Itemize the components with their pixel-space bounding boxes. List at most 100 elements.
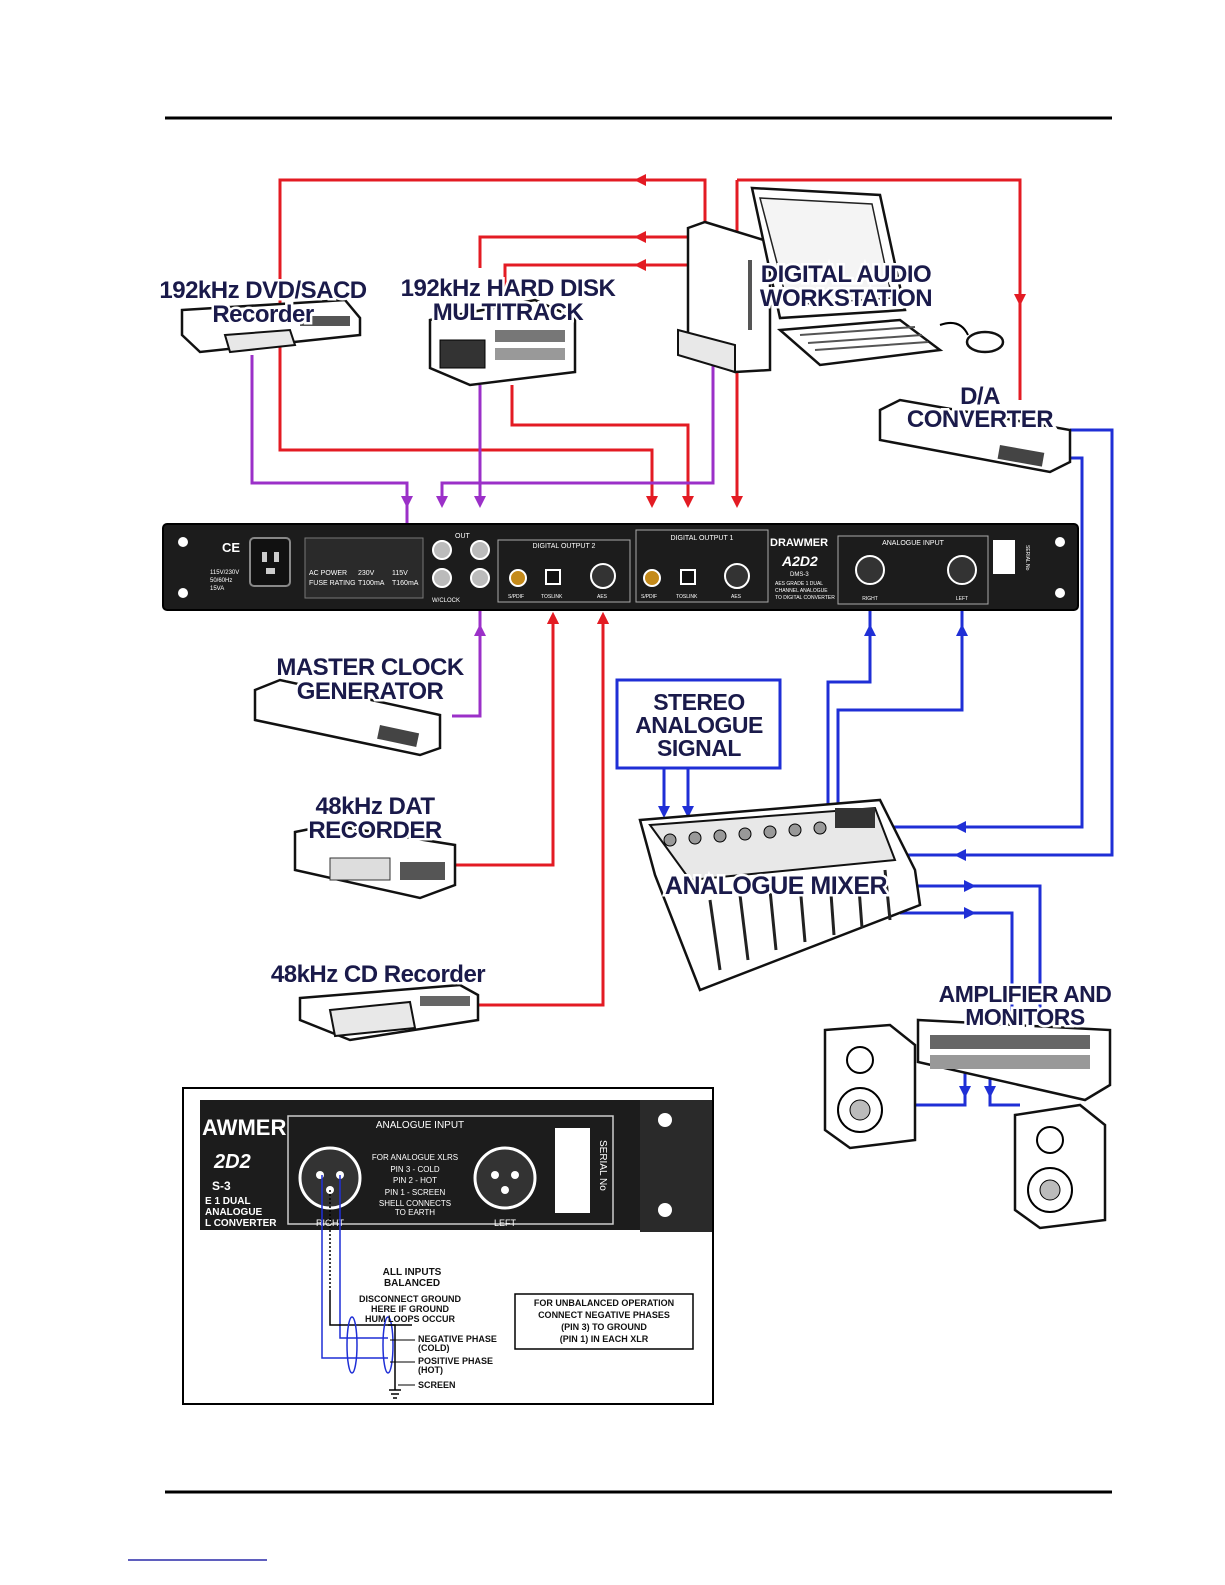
hard-disk-label-1: 192kHz HARD DISK (401, 275, 617, 302)
model-code-label: DMS-3 (790, 572, 809, 578)
speaker-left-device (823, 1023, 917, 1150)
inset-pin-2: PIN 3 - COLD (390, 1165, 440, 1174)
digital-output-1-label: DIGITAL OUTPUT 1 (671, 535, 734, 542)
aes-out-1[interactable] (724, 563, 750, 589)
brand-label: DRAWMER (770, 537, 828, 549)
disconnect-1: DISCONNECT GROUND (359, 1294, 462, 1304)
unbalanced-4: (PIN 1) IN EACH XLR (560, 1334, 649, 1344)
negative-phase-1: NEGATIVE PHASE (418, 1334, 497, 1344)
cd-recorder-label: 48kHz CD Recorder (271, 961, 485, 988)
inset-brand: AWMER (202, 1115, 286, 1140)
stereo-signal-box (615, 678, 782, 770)
spdif-out-1[interactable] (643, 569, 661, 587)
fuse-rating-label: FUSE RATING (309, 580, 356, 587)
aes-2-label: AES (597, 594, 608, 600)
inset-analogue-input: ANALOGUE INPUT (376, 1120, 464, 1131)
amplifier-label-2: MONITORS (965, 1004, 1085, 1030)
ac-115-label: 115V (392, 570, 408, 577)
digital-output-2-label: DIGITAL OUTPUT 2 (533, 543, 596, 550)
fuse-115-label: T160mA (392, 580, 419, 587)
master-clock-label-1: MASTER CLOCK (276, 654, 464, 681)
wclock-label: W/CLOCK (432, 598, 460, 604)
unbalanced-2: CONNECT NEGATIVE PHASES (538, 1310, 670, 1320)
rear-panel: CE 115V/230V 50/60Hz 15VA AC POWER 230V … (162, 523, 1079, 611)
model-label: A2D2 (781, 553, 818, 569)
xlr-left-input[interactable] (947, 555, 977, 585)
inset-pin-1: FOR ANALOGUE XLRS (372, 1153, 458, 1162)
spdif-out-2[interactable] (509, 569, 527, 587)
screen-label: SCREEN (418, 1380, 456, 1390)
bnc-in-2[interactable] (470, 568, 490, 588)
bnc-out-2[interactable] (470, 540, 490, 560)
toslink-out-2[interactable] (545, 569, 561, 585)
bnc-out-1[interactable] (432, 540, 452, 560)
inset-detail: AWMER 2D2 S-3 E 1 DUAL ANALOGUE L CONVER… (182, 1087, 714, 1405)
voltage-line-3: 15VA (210, 586, 224, 592)
all-inputs-1: ALL INPUTS (383, 1267, 442, 1278)
toslink-2-label: TOSLINK (541, 594, 563, 600)
workstation-label-1: DIGITAL AUDIO (761, 261, 931, 288)
bnc-wclock-in[interactable] (432, 568, 452, 588)
inset-pin-4: PIN 1 - SCREEN (385, 1188, 446, 1197)
dvd-recorder-device (180, 298, 362, 354)
unbalanced-note-box (514, 1293, 694, 1350)
dvd-recorder-label-1: 192kHz DVD/SACD (159, 277, 366, 304)
negative-phase-2: (COLD) (418, 1343, 450, 1353)
inset-model: 2D2 (213, 1151, 251, 1173)
amplifier-device (916, 1018, 1112, 1102)
serial-label: SERIAL No (1024, 545, 1030, 571)
all-inputs-2: BALANCED (384, 1278, 440, 1289)
dat-recorder-label-1: 48kHz DAT (315, 793, 435, 820)
model-desc-3: TO DIGITAL CONVERTER (775, 595, 835, 601)
hard-disk-device (428, 298, 577, 387)
unbalanced-1: FOR UNBALANCED OPERATION (534, 1298, 674, 1308)
aes-1-label: AES (731, 594, 742, 600)
cd-recorder-device (298, 983, 480, 1042)
voltage-line-2: 50/60Hz (210, 578, 232, 584)
inset-pin-6: TO EARTH (395, 1208, 435, 1217)
stereo-signal-label-3: SIGNAL (657, 735, 741, 761)
hard-disk-label-2: MULTITRACK (433, 299, 585, 326)
speaker-right-device (1013, 1103, 1107, 1230)
stereo-signal-label-2: ANALOGUE (635, 712, 763, 738)
inset-desc-1: E 1 DUAL (205, 1196, 251, 1207)
da-converter-device (878, 398, 1072, 474)
serial-plate (993, 540, 1015, 574)
unbalanced-3: (PIN 3) TO GROUND (561, 1322, 647, 1332)
inset-desc-2: ANALOGUE (205, 1207, 263, 1218)
inset-xlr-left[interactable] (473, 1146, 537, 1210)
positive-phase-2: (HOT) (418, 1365, 443, 1375)
da-converter-label-1: D/A (960, 383, 1000, 410)
xlr-right-input[interactable] (855, 555, 885, 585)
positive-phase-1: POSITIVE PHASE (418, 1356, 493, 1366)
dvd-recorder-label-2: Recorder (212, 301, 314, 328)
ac-230-label: 230V (358, 570, 375, 577)
iec-power-socket[interactable] (249, 537, 291, 587)
toslink-out-1[interactable] (680, 569, 696, 585)
mixer-label: ANALOGUE MIXER (665, 872, 888, 900)
inset-left: LEFT (494, 1218, 517, 1228)
inset-pin-3: PIN 2 - HOT (393, 1176, 437, 1185)
model-desc-2: CHANNEL ANALOGUE (775, 588, 828, 594)
amplifier-label-1: AMPLIFIER AND (939, 981, 1112, 1007)
analogue-input-label: ANALOGUE INPUT (882, 540, 945, 547)
daw-device (677, 186, 1005, 374)
inset-pin-5: SHELL CONNECTS (379, 1199, 451, 1208)
toslink-1-label: TOSLINK (676, 594, 698, 600)
inset-desc-3: L CONVERTER (205, 1218, 277, 1229)
ac-power-label: AC POWER (309, 570, 347, 577)
spdif-2-label: S/PDIF (508, 594, 524, 600)
master-clock-label-2: GENERATOR (297, 678, 444, 705)
out-label: OUT (455, 533, 471, 540)
aes-out-2[interactable] (590, 563, 616, 589)
inset-serial-plate (555, 1128, 590, 1213)
inset-serial-label: SERIAL No (597, 1140, 608, 1191)
dat-recorder-label-2: RECORDER (308, 817, 442, 844)
workstation-label-2: WORKSTATION (760, 285, 932, 312)
stereo-signal-label-1: STEREO (653, 689, 745, 715)
spdif-1-label: S/PDIF (641, 594, 657, 600)
analogue-mixer-device (638, 798, 922, 992)
voltage-line-1: 115V/230V (210, 570, 239, 576)
dat-recorder-device (293, 823, 457, 900)
